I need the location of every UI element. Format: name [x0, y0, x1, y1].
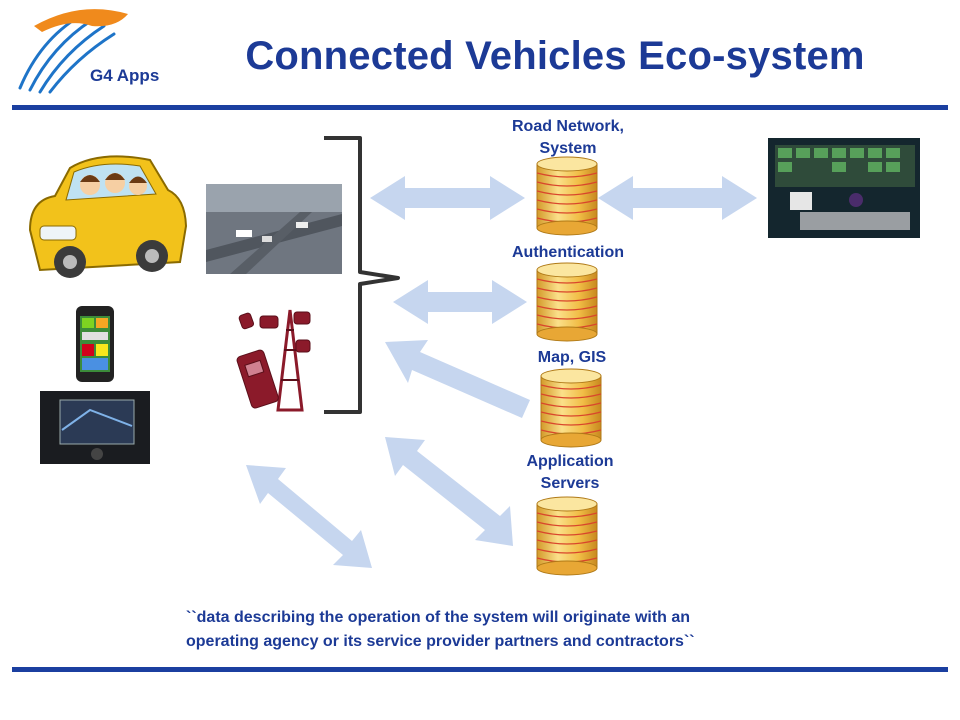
dashboard-nav-icon — [40, 391, 150, 464]
server-label-map-gis: Map, GIS — [482, 347, 662, 369]
brand-label: G4 Apps — [90, 66, 160, 85]
label-line: Map, GIS — [537, 349, 607, 366]
double-arrow — [598, 176, 757, 220]
note-line: ``data describing the operation of the s… — [186, 609, 691, 626]
database-icon — [536, 262, 598, 342]
traffic-camera-icon — [206, 184, 342, 274]
footer-divider — [12, 667, 948, 672]
database-icon — [540, 368, 602, 448]
cell-tower-icon — [236, 309, 311, 412]
server-label-authentication: Authentication — [478, 242, 658, 264]
database-icon — [536, 156, 598, 236]
label-line: Servers — [540, 475, 600, 492]
double-arrow — [246, 465, 372, 568]
header-divider — [12, 105, 948, 110]
single-arrow — [385, 340, 530, 418]
server-label-application: Application Servers — [480, 451, 660, 495]
footer-note: ``data describing the operation of the s… — [186, 606, 826, 654]
car-icon — [28, 155, 188, 278]
smartphone-icon — [76, 306, 114, 382]
bracket-icon — [324, 136, 400, 414]
double-arrow — [385, 437, 513, 546]
label-line: Authentication — [512, 244, 624, 261]
label-line: Application — [526, 453, 614, 470]
database-icon — [536, 496, 598, 576]
double-arrow — [370, 176, 525, 220]
server-label-road-network: Road Network, System — [478, 116, 658, 160]
arrows-group — [246, 176, 757, 568]
label-line: System — [539, 140, 597, 157]
double-arrow — [393, 280, 527, 324]
page-title: Connected Vehicles Eco-system — [245, 34, 865, 78]
note-line: operating agency or its service provider… — [186, 633, 695, 650]
label-line: Road Network, — [511, 118, 624, 135]
control-room-icon — [768, 138, 920, 238]
